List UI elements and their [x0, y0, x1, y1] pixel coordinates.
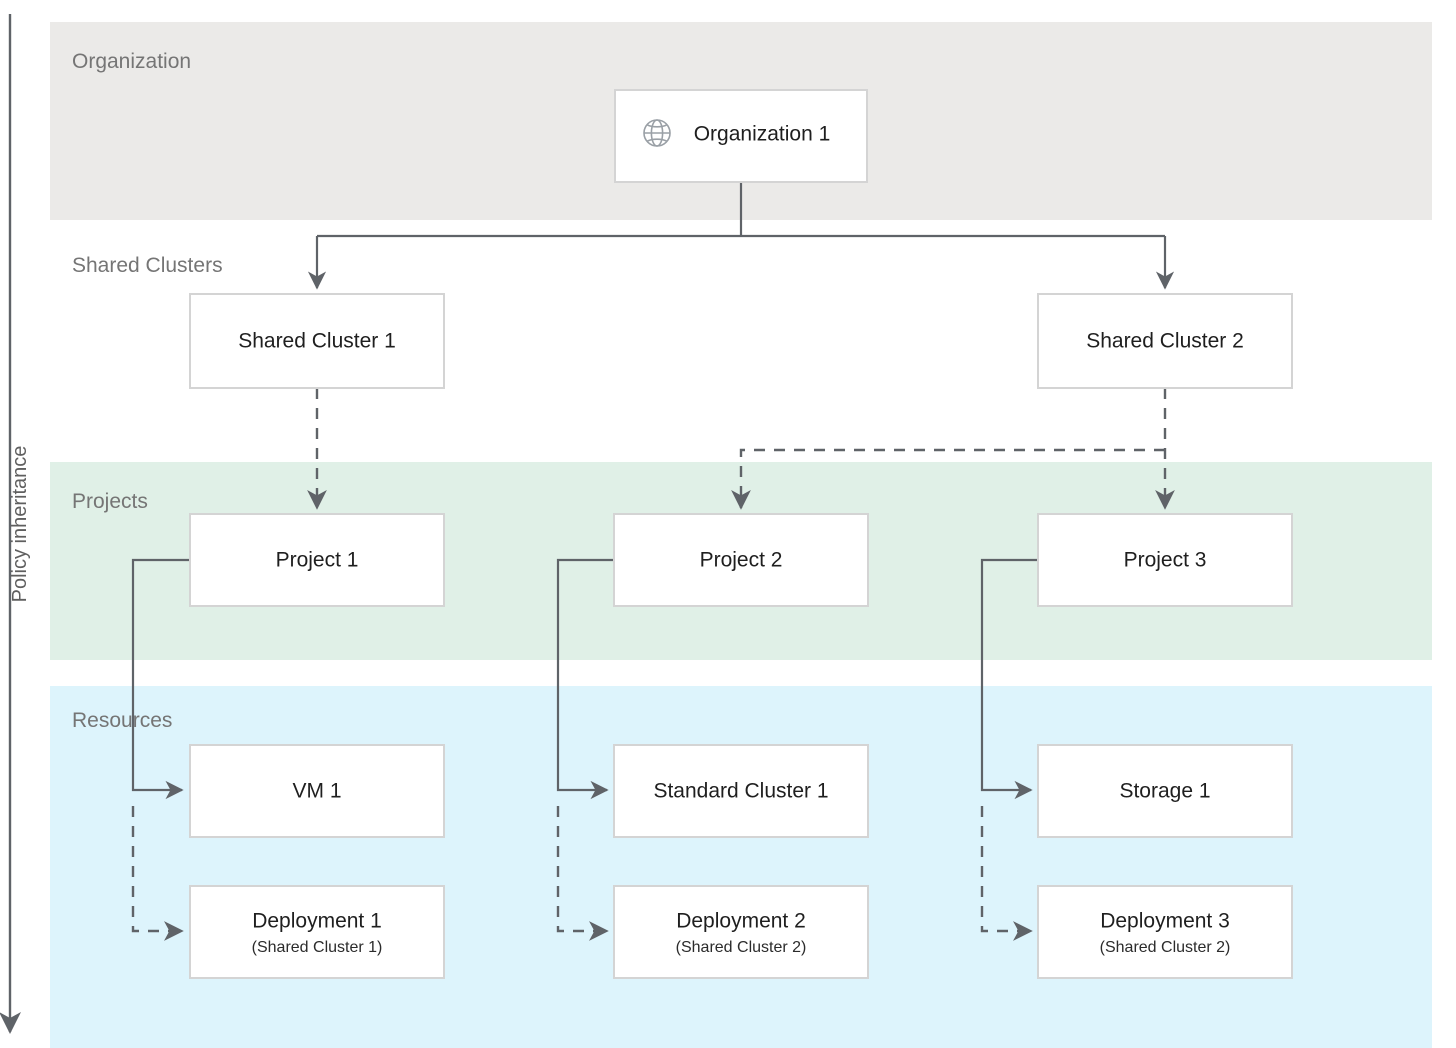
band-label-resources: Resources	[72, 709, 172, 732]
node-standard-cluster-1[interactable]: Standard Cluster 1	[613, 744, 869, 838]
edge-project-2-to-standard-cluster-1	[556, 558, 614, 800]
node-label-vm-1: VM 1	[292, 780, 341, 803]
band-label-organization: Organization	[72, 50, 191, 73]
node-label-shared-cluster-1: Shared Cluster 1	[238, 330, 396, 353]
edge-project-1-to-deployment-1	[131, 806, 184, 941]
node-vm-1[interactable]: VM 1	[189, 744, 445, 838]
node-deployment-3[interactable]: Deployment 3 (Shared Cluster 2)	[1037, 885, 1293, 979]
node-shared-cluster-2[interactable]: Shared Cluster 2	[1037, 293, 1293, 389]
node-shared-cluster-1[interactable]: Shared Cluster 1	[189, 293, 445, 389]
band-label-projects: Projects	[72, 490, 148, 513]
node-label-organization-1: Organization 1	[694, 123, 831, 146]
policy-inheritance-label: Policy inheritance	[9, 446, 31, 603]
node-label-standard-cluster-1: Standard Cluster 1	[653, 780, 828, 803]
node-organization-1[interactable]: Organization 1	[614, 89, 868, 183]
band-resources	[50, 686, 1432, 1048]
node-label-project-3: Project 3	[1124, 549, 1207, 572]
node-label-storage-1: Storage 1	[1119, 780, 1210, 803]
node-label-deployment-3: Deployment 3	[1100, 910, 1230, 933]
policy-inheritance-axis: Policy inheritance	[0, 14, 31, 1034]
node-sublabel-deployment-2: (Shared Cluster 2)	[676, 939, 807, 956]
node-sublabel-deployment-3: (Shared Cluster 2)	[1100, 939, 1231, 956]
node-sublabel-deployment-1: (Shared Cluster 1)	[252, 939, 383, 956]
edge-shared-cluster-2-to-project-2	[731, 448, 1165, 510]
edge-project-2-to-deployment-2	[556, 806, 609, 941]
node-deployment-1[interactable]: Deployment 1 (Shared Cluster 1)	[189, 885, 445, 979]
band-label-shared-clusters: Shared Clusters	[72, 254, 223, 277]
node-project-3[interactable]: Project 3	[1037, 513, 1293, 607]
node-deployment-2[interactable]: Deployment 2 (Shared Cluster 2)	[613, 885, 869, 979]
edge-project-1-to-vm-1	[131, 558, 190, 800]
node-label-deployment-2: Deployment 2	[676, 910, 806, 933]
node-label-project-2: Project 2	[700, 549, 783, 572]
node-label-deployment-1: Deployment 1	[252, 910, 382, 933]
node-label-shared-cluster-2: Shared Cluster 2	[1086, 330, 1244, 353]
globe-icon	[643, 119, 671, 147]
edge-project-3-to-deployment-3	[980, 806, 1033, 941]
node-project-2[interactable]: Project 2	[613, 513, 869, 607]
edge-project-3-to-storage-1	[980, 558, 1038, 800]
node-project-1[interactable]: Project 1	[189, 513, 445, 607]
node-label-project-1: Project 1	[276, 549, 359, 572]
node-storage-1[interactable]: Storage 1	[1037, 744, 1293, 838]
